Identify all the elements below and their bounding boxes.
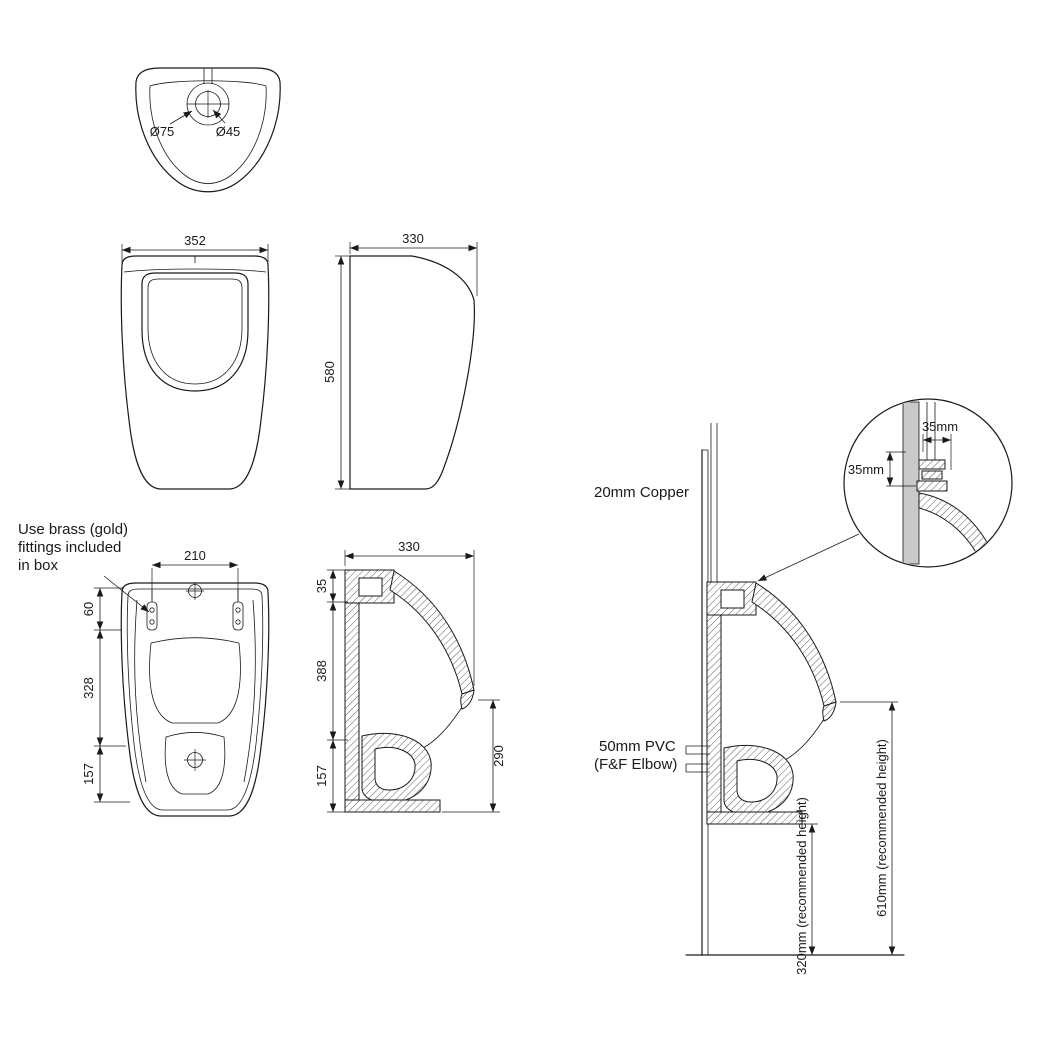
section-spreader-box [344, 569, 395, 604]
side-profile [349, 255, 475, 490]
fixing-outline [120, 582, 270, 817]
dimension-157-fixing: 157 [81, 746, 130, 803]
install-back-wall [706, 581, 722, 825]
copper-supply-pipe [710, 423, 718, 585]
install-base [706, 811, 803, 825]
bowl-rear-top [150, 637, 240, 644]
section-base [344, 799, 441, 813]
dimension-388: 388 [314, 602, 348, 741]
note-line-1: Use brass (gold) [18, 521, 128, 538]
front-bowl-inner [147, 278, 243, 385]
dim-290-label: 290 [491, 745, 506, 767]
fixing-outline-inner [126, 588, 264, 811]
detail-dimension-vertical: 35mm [848, 451, 916, 487]
dimension-290: 290 [442, 699, 506, 813]
side-wall-curve-left [134, 599, 147, 783]
side-view: 330 580 [322, 231, 478, 490]
bowl-rear-outline [149, 642, 241, 724]
dim-157-label: 157 [81, 763, 96, 785]
detail-vertical-label: 35mm [848, 462, 884, 477]
top-view: Ø75 Ø45 [135, 67, 281, 193]
section-depth-label: 330 [398, 539, 420, 554]
top-view-outline [135, 67, 281, 193]
detail-fitting-body [921, 470, 943, 480]
dimension-width-352: 352 [121, 233, 269, 262]
hanger-bracket-right [232, 589, 244, 631]
front-width-label: 352 [184, 233, 206, 248]
rim-height-label: 610mm (recommended height) [874, 739, 889, 917]
dimension-dia75: Ø75 [150, 110, 193, 139]
detail-bubble: 35mm 35mm [757, 398, 1013, 582]
outlet-height-label: 320mm (recommended height) [794, 797, 809, 975]
front-outline [120, 255, 270, 490]
dim-388-label: 388 [314, 660, 329, 682]
dim-157-section-label: 157 [314, 765, 329, 787]
dia45-label: Ø45 [216, 124, 241, 139]
spreader-hole [186, 582, 204, 600]
waste-pipe-label-2: (F&F Elbow) [594, 756, 677, 773]
dimension-328: 328 [81, 630, 126, 747]
waste-pipe-label-1: 50mm PVC [599, 738, 676, 755]
dimension-610mm: 610mm (recommended height) [840, 701, 898, 955]
pvc-elbow [685, 745, 710, 773]
dimension-320mm: 320mm (recommended height) [792, 797, 818, 975]
dimension-210: 210 [151, 548, 239, 600]
hole-spacing-label: 210 [184, 548, 206, 563]
note-line-3: in box [18, 557, 59, 574]
trap-cover-outline [164, 732, 226, 795]
dia75-label: Ø75 [150, 124, 175, 139]
dim-60-label: 60 [81, 602, 96, 616]
install-front-slope [751, 582, 837, 707]
installation-view: 20mm Copper 50mm PVC (F&F Elbow) 320mm (… [594, 398, 1013, 975]
dimension-35: 35 [314, 569, 348, 603]
dim-328-label: 328 [81, 677, 96, 699]
section-front-slope [389, 570, 475, 695]
dimension-depth-330: 330 [349, 231, 478, 296]
section-view: 330 35 388 157 290 [314, 539, 506, 813]
detail-fitting-flange [916, 480, 948, 492]
detail-leader-arrow [757, 533, 860, 582]
detail-contents [902, 401, 989, 565]
detail-dimension-horizontal: 35mm [922, 419, 958, 470]
dimension-157-section: 157 [314, 740, 345, 813]
dimension-60: 60 [81, 587, 124, 631]
note-line-2: fittings included [18, 539, 121, 556]
dimension-depth-330-section: 330 [344, 539, 475, 686]
install-trap [723, 745, 794, 816]
front-view: 352 [120, 233, 270, 490]
section-trap [361, 733, 432, 804]
front-bowl-outer [141, 272, 249, 392]
detail-circle [843, 398, 1013, 568]
top-view-inner-rim [149, 80, 267, 184]
supply-pipe-label: 20mm Copper [594, 484, 689, 501]
dim-35-label: 35 [314, 579, 329, 593]
side-height-label: 580 [322, 361, 337, 383]
detail-ceramic-top [918, 492, 989, 555]
dimension-dia45: Ø45 [212, 109, 241, 139]
section-spout-tip [460, 689, 475, 710]
hanger-bracket-left [146, 589, 158, 631]
front-rim-line [123, 268, 267, 273]
fitting-note: Use brass (gold) fittings included in bo… [18, 521, 150, 613]
install-spreader-box [706, 581, 757, 616]
fixing-view: Use brass (gold) fittings included in bo… [18, 521, 270, 817]
side-depth-label: 330 [402, 231, 424, 246]
section-back-wall [344, 569, 360, 813]
detail-fitting-nut [918, 459, 946, 470]
side-wall-curve-right [243, 599, 256, 783]
installed-urinal-section [706, 581, 837, 825]
note-leader [103, 575, 150, 613]
outlet-hole [184, 749, 206, 771]
install-spout-tip [822, 701, 837, 722]
dimension-height-580: 580 [322, 255, 350, 490]
detail-horizontal-label: 35mm [922, 419, 958, 434]
